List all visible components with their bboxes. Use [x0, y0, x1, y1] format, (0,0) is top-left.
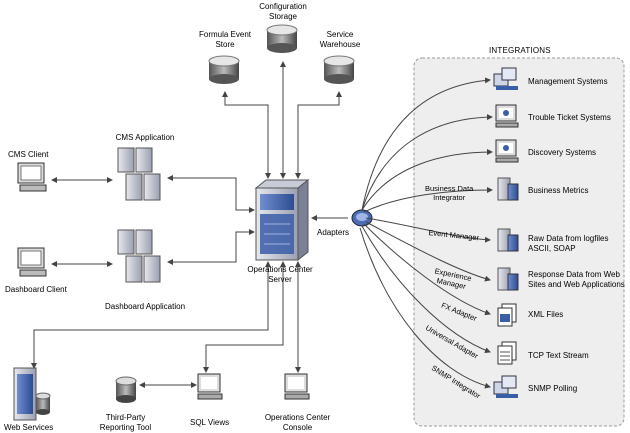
cms-application-servers-icon	[117, 147, 161, 201]
dashboard-application-servers-icon	[117, 229, 161, 283]
integration-label-snmp: SNMP Polling	[528, 384, 578, 393]
sql-views-label: SQL Views	[190, 418, 230, 427]
integration-connectors	[359, 77, 493, 389]
xml-files-document-icon	[497, 303, 517, 327]
tcp-text-stream-document-icon	[497, 341, 517, 365]
raw-data-server-icon	[497, 228, 519, 252]
integration-label-xml-files: XML Files	[528, 310, 564, 319]
management-systems-icon	[493, 67, 518, 90]
integrations-panel	[413, 57, 625, 427]
snmp-polling-network-icon	[493, 375, 518, 398]
dashboard-client-monitor-icon	[17, 247, 47, 277]
ops-center-server-icon	[254, 178, 310, 262]
business-metrics-server-icon	[497, 177, 519, 201]
integration-label-response-data: Response Data from Web Sites and Web App…	[528, 270, 625, 289]
response-data-server-icon	[497, 267, 519, 291]
edge-label-business-data-integrator: Business Data Integrator	[425, 184, 474, 202]
reporting-tool-label: Third-Party Reporting Tool	[99, 413, 152, 432]
integration-label-tcp-stream: TCP Text Stream	[528, 351, 589, 360]
adapters-label: Adapters	[317, 228, 350, 237]
sql-views-monitor-icon	[197, 373, 223, 400]
integration-label-discovery: Discovery Systems	[528, 148, 597, 157]
discovery-monitor-icon	[495, 139, 519, 163]
integrations-title: INTEGRATIONS	[489, 46, 551, 55]
config-storage-label: Configuration Storage	[259, 2, 307, 21]
web-services-label: Web Services	[4, 423, 54, 432]
integration-label-trouble-ticket: Trouble Ticket Systems	[528, 113, 611, 122]
integration-label-business-metrics: Business Metrics	[528, 186, 589, 195]
service-warehouse-db-icon	[323, 55, 355, 84]
trouble-ticket-monitor-icon	[495, 104, 519, 128]
cms-client-label: CMS Client	[8, 150, 49, 159]
config-storage-db-icon	[266, 24, 298, 53]
service-warehouse-label: Service Warehouse	[319, 30, 361, 49]
formula-store-label: Formula Event Store	[198, 30, 252, 49]
ops-center-server-label: Operations Center Server	[247, 265, 313, 284]
integration-label-raw-data: Raw Data from logfiles ASCII, SOAP	[528, 234, 609, 253]
cms-application-label: CMS Application	[115, 133, 175, 142]
web-services-server-icon	[13, 367, 51, 421]
formula-store-db-icon	[208, 55, 240, 84]
reporting-tool-db-icon	[115, 376, 137, 403]
ops-center-console-label: Operations Center Console	[264, 413, 331, 432]
integration-label-management: Management Systems	[528, 77, 608, 86]
ops-center-console-monitor-icon	[284, 373, 310, 400]
dashboard-application-label: Dashboard Application	[104, 302, 186, 311]
cms-client-monitor-icon	[17, 162, 47, 192]
dashboard-client-label: Dashboard Client	[5, 285, 67, 294]
